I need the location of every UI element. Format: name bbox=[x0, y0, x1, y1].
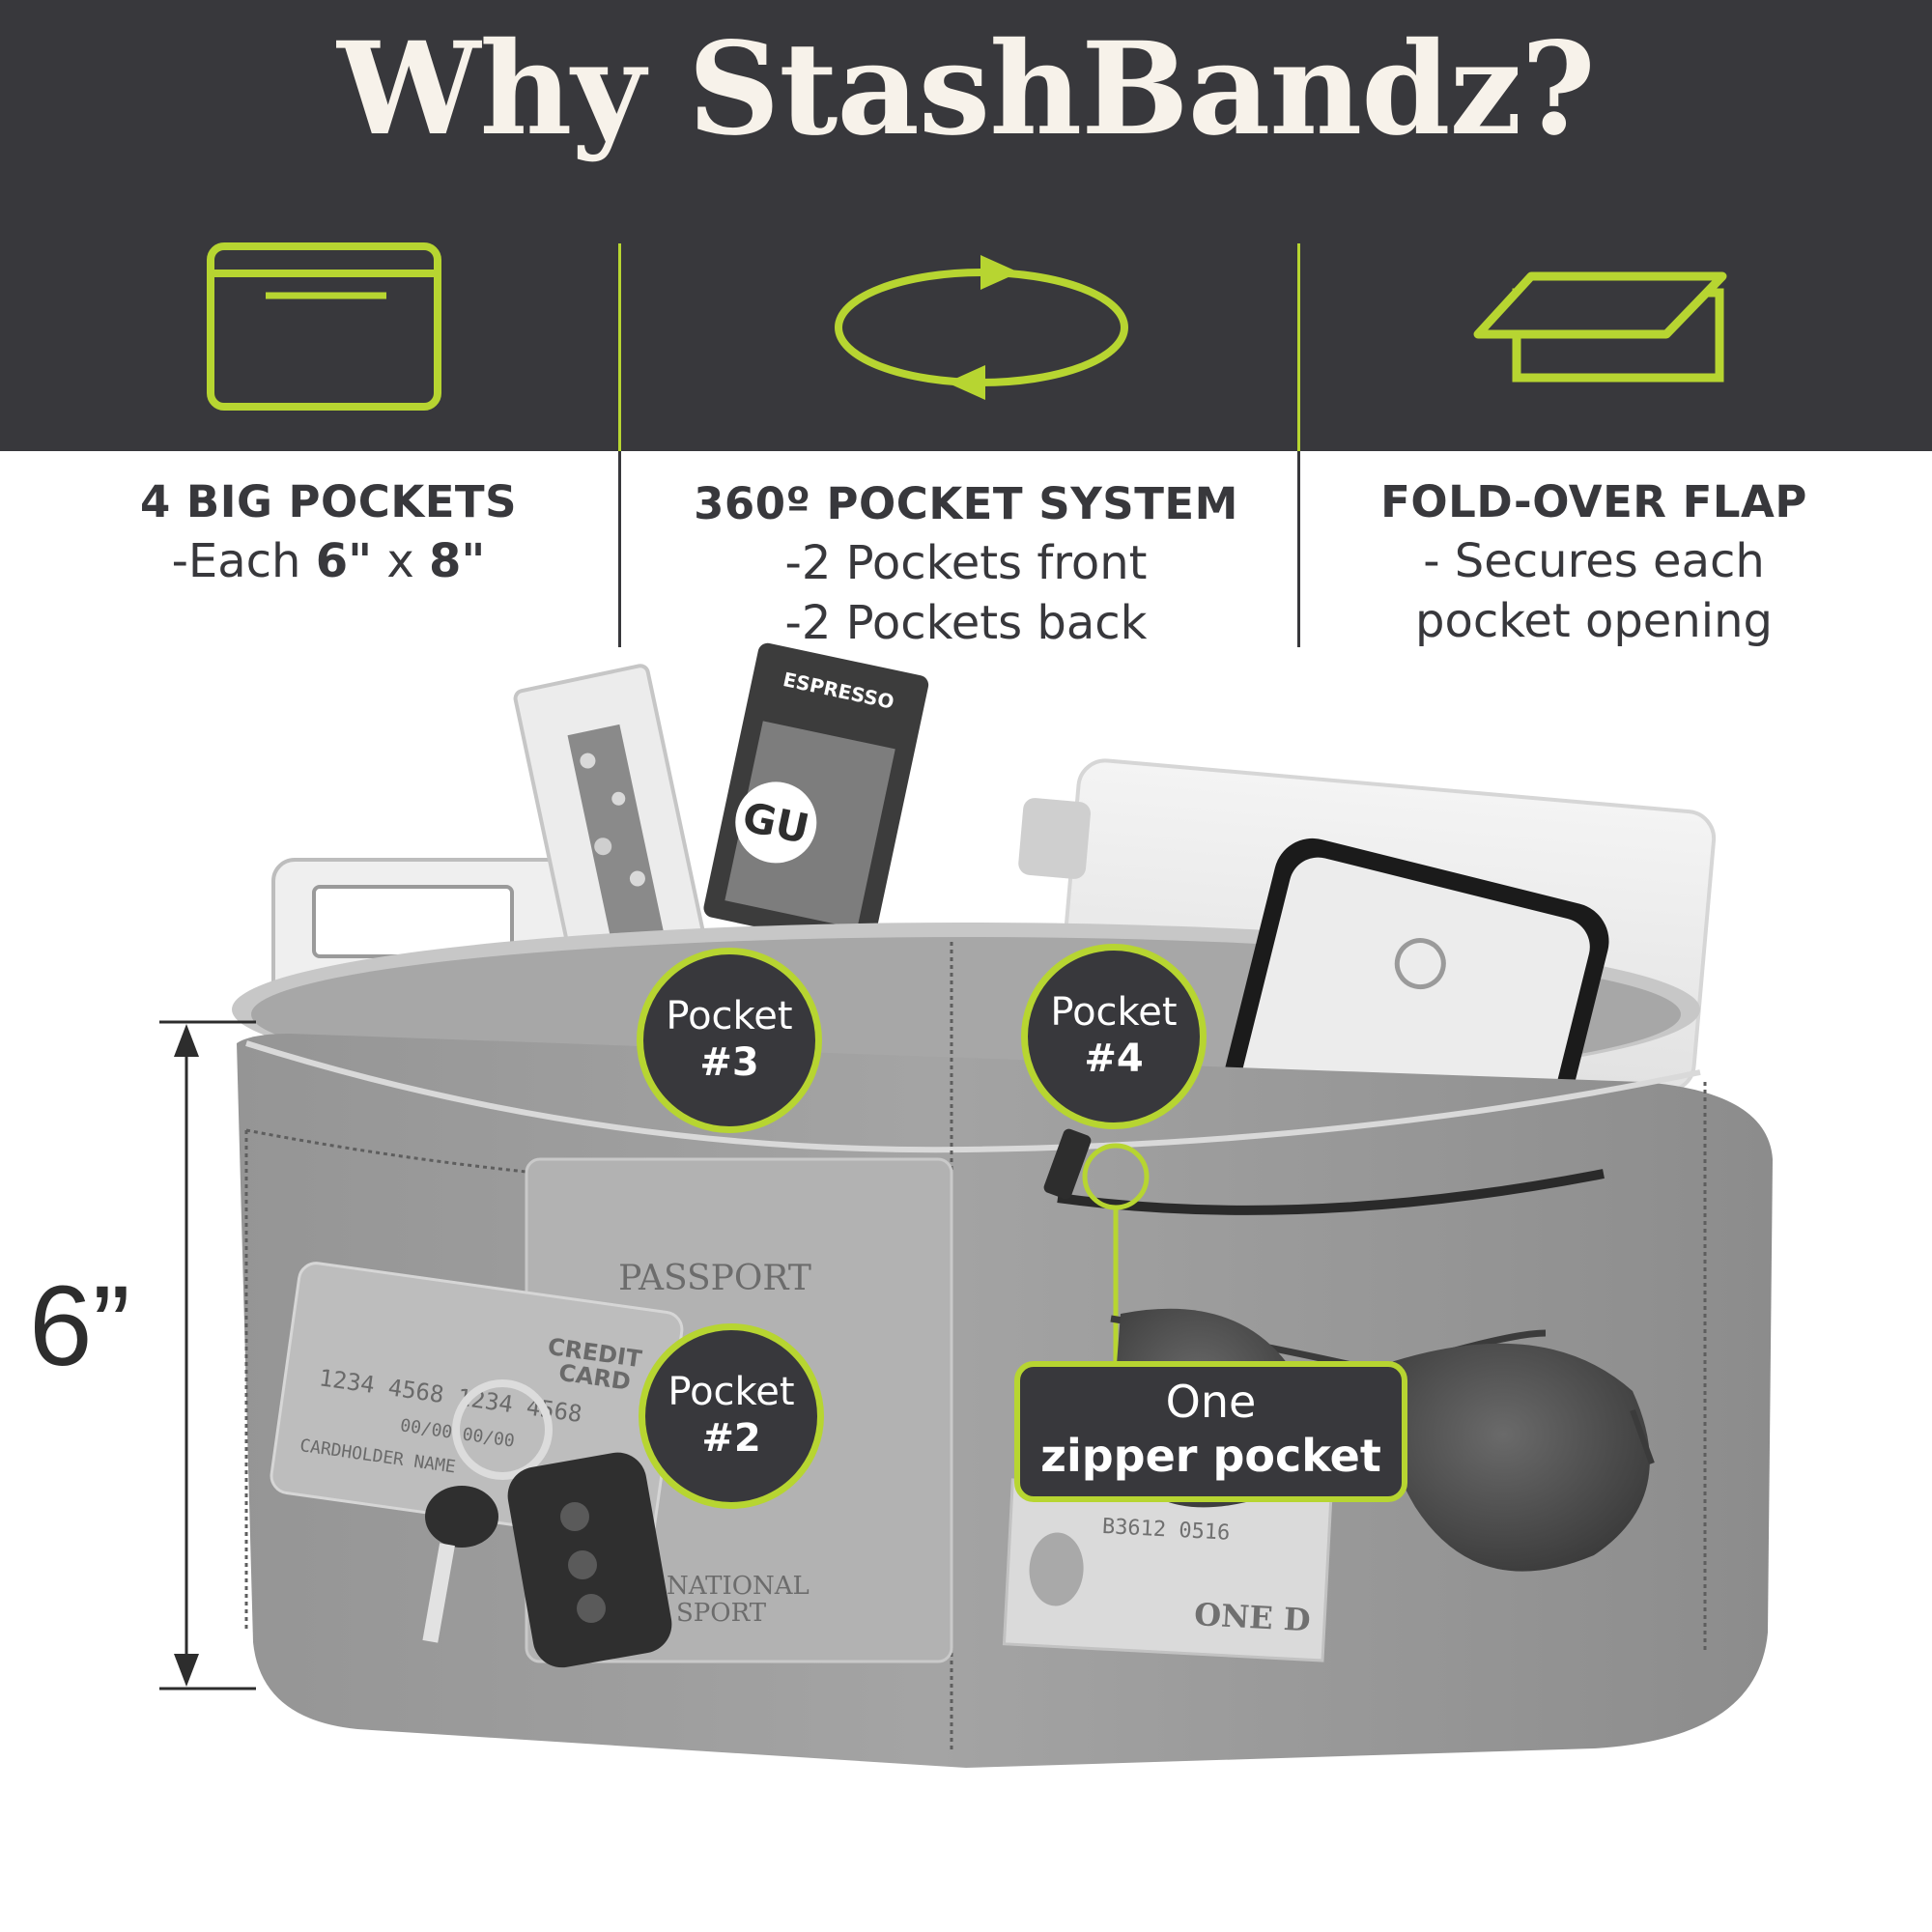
divider-2-lower bbox=[1297, 451, 1300, 647]
feature-heading: 360º POCKET SYSTEM bbox=[694, 478, 1238, 529]
svg-text:SPORT: SPORT bbox=[676, 1599, 767, 1628]
badge-label: Pocket bbox=[1050, 990, 1178, 1035]
feature-detail: -2 Pockets front bbox=[784, 536, 1148, 590]
badge-number: #3 bbox=[699, 1040, 759, 1085]
product-illustration: ESPRESSO GU 6 oz PASSPORT NATIONAL SPORT… bbox=[159, 642, 1773, 1768]
height-measure-line bbox=[159, 1020, 256, 1690]
svg-text:ONE D: ONE D bbox=[1193, 1596, 1311, 1638]
card-pocket-icon bbox=[207, 242, 441, 411]
height-label: 6” bbox=[29, 1263, 130, 1390]
badge-label: Pocket bbox=[666, 994, 793, 1038]
car-key bbox=[422, 1379, 672, 1668]
dollar-bill: B3612 0516 ONE D bbox=[1002, 1478, 1333, 1662]
svg-text:PASSPORT: PASSPORT bbox=[618, 1259, 811, 1298]
protein-bar bbox=[513, 664, 705, 968]
feature-detail: -2 Pockets back bbox=[784, 596, 1148, 650]
page-title: Why StashBandz? bbox=[337, 14, 1596, 164]
divider-1-lower bbox=[618, 451, 621, 647]
pocket-4-badge: Pocket #4 bbox=[1021, 944, 1207, 1129]
svg-text:NATIONAL: NATIONAL bbox=[667, 1572, 810, 1601]
callout-line-1: One bbox=[1165, 1376, 1257, 1428]
feature-heading: FOLD-OVER FLAP bbox=[1380, 476, 1807, 527]
divider-1 bbox=[618, 243, 621, 451]
feature-fold-flap: FOLD-OVER FLAP - Secures each pocket ope… bbox=[1314, 473, 1874, 651]
feature-360-system: 360º POCKET SYSTEM -2 Pockets front -2 P… bbox=[628, 475, 1304, 653]
pocket-3-badge: Pocket #3 bbox=[637, 948, 822, 1133]
divider-2 bbox=[1297, 243, 1300, 451]
feature-detail: pocket opening bbox=[1415, 594, 1773, 648]
pocket-2-badge: Pocket #2 bbox=[639, 1323, 824, 1509]
feature-detail: - Secures each bbox=[1423, 534, 1765, 588]
rotation-arrows-icon bbox=[835, 255, 1128, 400]
feature-heading: 4 BIG POCKETS bbox=[139, 476, 518, 527]
badge-label: Pocket bbox=[668, 1370, 795, 1414]
feature-detail: -Each 6" x 8" bbox=[171, 534, 486, 588]
feature-pockets: 4 BIG POCKETS -Each 6" x 8" bbox=[39, 473, 618, 591]
badge-number: #2 bbox=[701, 1416, 761, 1461]
energy-gel: ESPRESSO GU bbox=[703, 642, 929, 951]
fold-flap-icon bbox=[1473, 271, 1727, 383]
zipper-pocket-callout: One zipper pocket bbox=[1014, 1361, 1407, 1502]
callout-line-2: zipper pocket bbox=[1040, 1430, 1381, 1482]
badge-number: #4 bbox=[1084, 1037, 1144, 1081]
